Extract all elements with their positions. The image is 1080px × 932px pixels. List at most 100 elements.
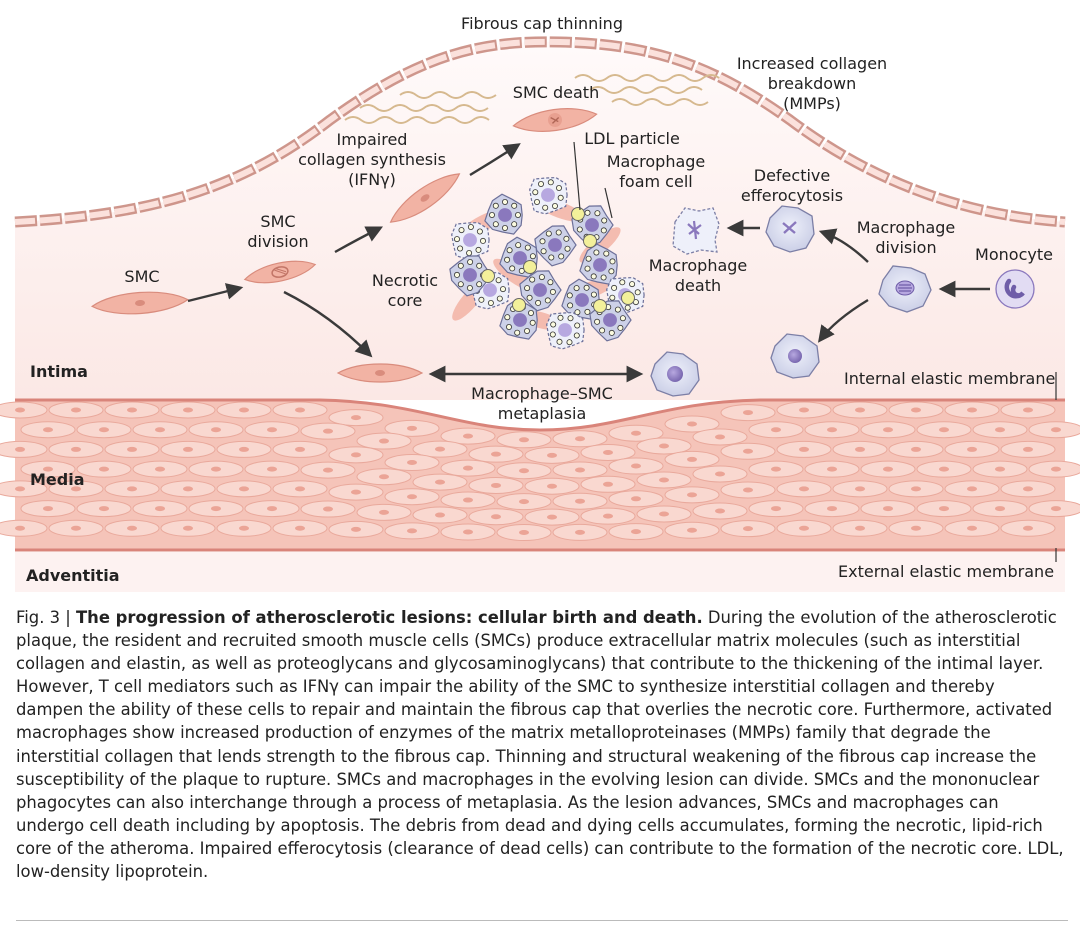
- lipid-droplet: [619, 279, 626, 286]
- lipid-droplet: [573, 332, 580, 339]
- label-necrotic-core: Necrotic core: [372, 271, 438, 311]
- media-smc-nucleus: [15, 407, 25, 413]
- lipid-droplet: [583, 284, 590, 291]
- media-smc-nucleus: [407, 528, 417, 534]
- lipid-droplet: [556, 184, 563, 191]
- lipid-droplet: [599, 327, 606, 334]
- media-smc-nucleus: [155, 427, 165, 433]
- lipid-droplet: [557, 314, 564, 321]
- media-smc-nucleus: [799, 407, 809, 413]
- media-smc-nucleus: [743, 526, 753, 532]
- media-smc-nucleus: [99, 466, 109, 472]
- label-fibrous-cap-thinning: Fibrous cap thinning: [461, 14, 623, 33]
- lipid-droplet: [524, 327, 531, 334]
- media-smc-nucleus: [211, 427, 221, 433]
- mac-death-line-1: Macrophage: [648, 256, 748, 275]
- lipid-droplet: [574, 309, 581, 316]
- media-smc-nucleus: [295, 525, 305, 531]
- media-smc-nucleus: [239, 525, 249, 531]
- media-smc-nucleus: [239, 407, 249, 413]
- lipid-droplet: [501, 198, 508, 205]
- mac-division-line-1: Macrophage: [856, 218, 956, 237]
- media-smc-nucleus: [883, 427, 893, 433]
- media-smc-nucleus: [127, 446, 137, 452]
- media-smc-nucleus: [1051, 506, 1061, 512]
- media-smc-nucleus: [603, 481, 613, 487]
- lipid-droplet: [534, 198, 541, 205]
- lipid-droplet: [539, 238, 546, 245]
- lipid-droplet: [453, 271, 460, 278]
- media-smc-nucleus: [855, 446, 865, 452]
- ldl-particle: [593, 299, 607, 313]
- media-smc-nucleus: [435, 479, 445, 485]
- media-smc-nucleus: [1051, 466, 1061, 472]
- lipid-droplet: [538, 180, 545, 187]
- label-macrophage-foam-cell: Macrophage foam cell: [607, 152, 706, 192]
- media-smc-nucleus: [379, 438, 389, 444]
- media-smc-nucleus: [715, 434, 725, 440]
- label-smc-death: SMC death: [512, 83, 600, 102]
- media-smc-nucleus: [799, 486, 809, 492]
- label-smc-division: SMC division: [247, 212, 308, 252]
- lipid-droplet: [609, 258, 616, 265]
- defective-line-1: Defective: [753, 166, 831, 185]
- foam-cell-nucleus: [558, 323, 572, 337]
- necrotic-line-1: Necrotic: [371, 271, 439, 290]
- media-smc-nucleus: [435, 512, 445, 518]
- foam-cell-nucleus: [463, 233, 477, 247]
- lipid-droplet: [467, 223, 474, 230]
- lipid-droplet: [549, 288, 556, 295]
- foam-cell-nucleus: [513, 313, 527, 327]
- metaplasia-line-2: metaplasia: [497, 404, 587, 423]
- lipid-droplet: [564, 245, 571, 252]
- lipid-droplet: [526, 294, 533, 301]
- media-smc-nucleus: [295, 407, 305, 413]
- lipid-droplet: [590, 291, 597, 298]
- lipid-droplet: [584, 308, 591, 315]
- lipid-droplet: [515, 242, 522, 249]
- media-smc-nucleus: [687, 421, 697, 427]
- internal-elastic-membrane: [15, 398, 1065, 432]
- diagram-canvas: [0, 36, 1080, 592]
- media-smc-nucleus: [15, 446, 25, 452]
- media-smc-nucleus: [743, 448, 753, 454]
- media-smc-nucleus: [323, 467, 333, 473]
- media-smc-nucleus: [267, 506, 277, 512]
- media-smc-nucleus: [1051, 427, 1061, 433]
- media-smc-nucleus: [547, 452, 557, 458]
- media-smc-nucleus: [575, 529, 585, 535]
- media-smc-nucleus: [127, 525, 137, 531]
- lipid-droplet: [504, 314, 511, 321]
- lipid-droplet: [532, 189, 539, 196]
- lipid-droplet: [529, 276, 536, 283]
- lipid-droplet: [476, 281, 483, 288]
- smc-cell-division: [243, 260, 317, 284]
- impaired-line-3: (IFNγ): [348, 170, 396, 189]
- label-defective-efferocytosis: Defective efferocytosis: [741, 166, 843, 206]
- lipid-droplet: [611, 284, 618, 291]
- foam-cell-nucleus: [498, 208, 512, 222]
- media-smc-nucleus: [575, 436, 585, 442]
- media-smc-cells: [0, 401, 1080, 542]
- media-smc-nucleus: [911, 407, 921, 413]
- lipid-droplet: [552, 202, 559, 209]
- fibrous-cap-inner: [14, 38, 1066, 225]
- media-smc-nucleus: [239, 446, 249, 452]
- lipid-droplet: [457, 245, 464, 252]
- lipid-droplet: [634, 289, 641, 296]
- media-smc-nucleus: [323, 428, 333, 434]
- media-smc-nucleus: [967, 446, 977, 452]
- lipid-droplet: [529, 319, 536, 326]
- media-smc-nucleus: [771, 506, 781, 512]
- media-smc-nucleus: [743, 487, 753, 493]
- label-macrophage-death: Macrophage death: [649, 256, 748, 296]
- media-smc-nucleus: [1023, 486, 1033, 492]
- media-smc-nucleus: [603, 513, 613, 519]
- lipid-droplet: [556, 338, 563, 345]
- media-smc-nucleus: [967, 407, 977, 413]
- media-smc-nucleus: [435, 446, 445, 452]
- label-monocyte: Monocyte: [975, 245, 1053, 264]
- lipid-droplet: [547, 279, 554, 286]
- lipid-droplet: [566, 292, 573, 299]
- lipid-droplet: [529, 253, 536, 260]
